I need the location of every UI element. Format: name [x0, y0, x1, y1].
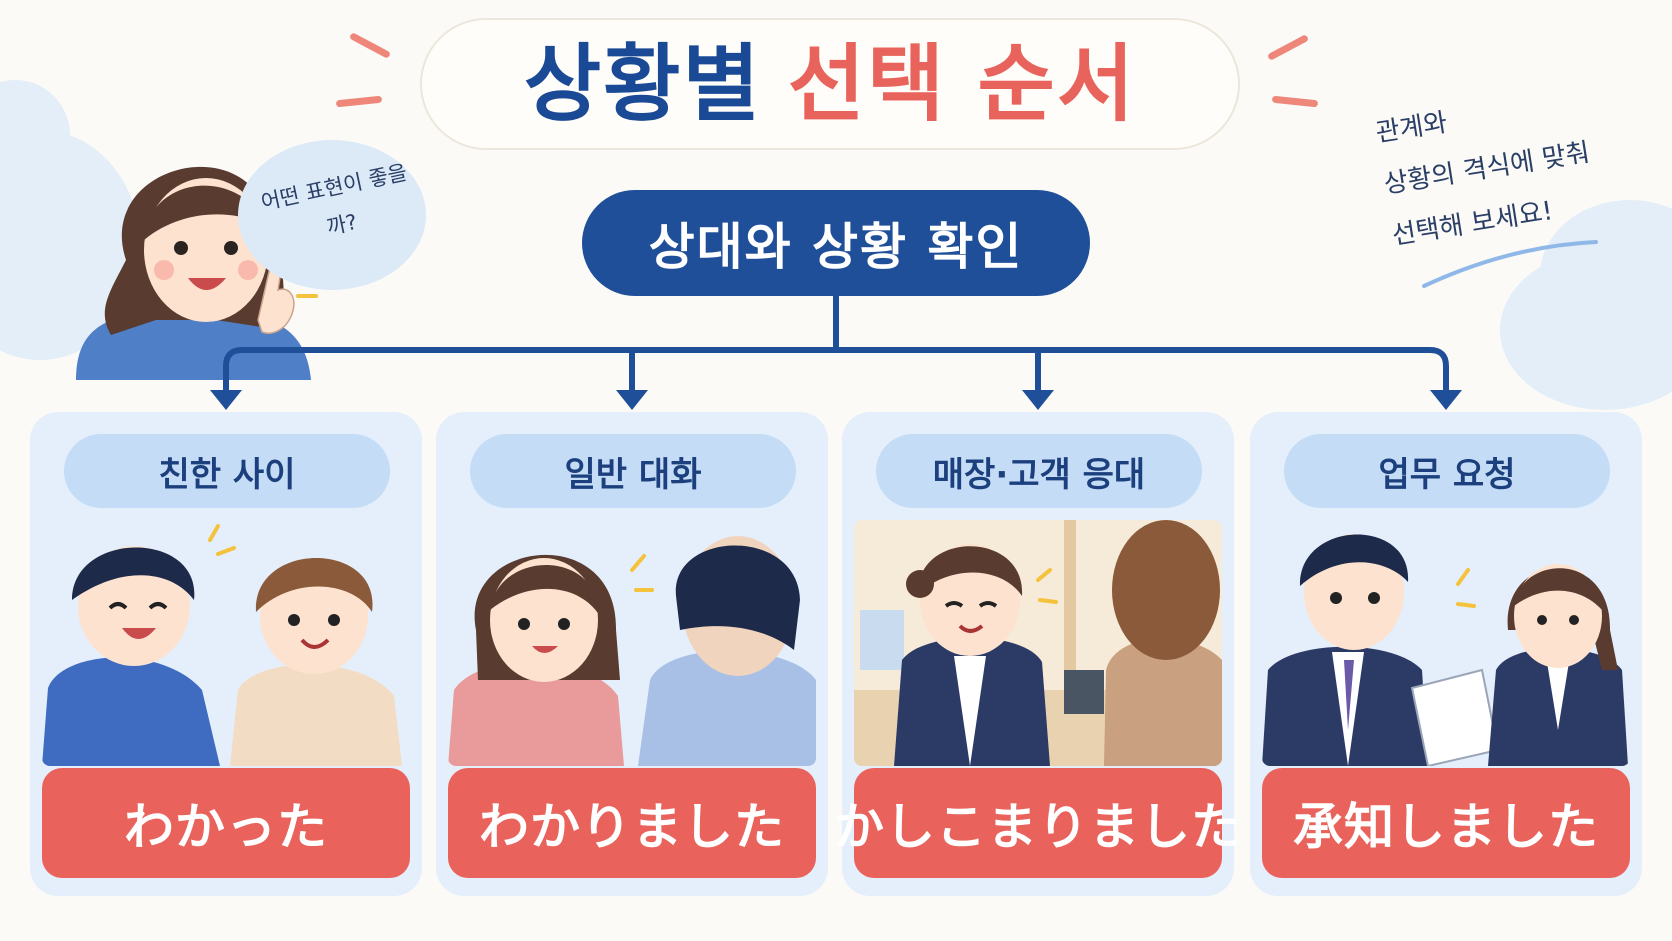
card-general-conversation: 일반 대화 わかりました: [436, 412, 828, 896]
business-illustration: [1262, 520, 1630, 766]
card-close-relationship: 친한 사이 わかった: [30, 412, 422, 896]
root-node-check-partner-situation: 상대와 상황 확인: [582, 190, 1090, 296]
card-label: 업무 요청: [1284, 434, 1610, 508]
friends-illustration: [42, 520, 410, 766]
title-accent: 선택 순서: [787, 35, 1137, 133]
card-scene: [854, 520, 1222, 766]
card-scene: [42, 520, 410, 766]
card-store-customer-service: 매장·고객 응대 かしこまりました: [834, 412, 1241, 896]
speech-bubble: [238, 140, 426, 290]
card-label: 친한 사이: [64, 434, 390, 508]
card-phrase: 承知しました: [1262, 768, 1630, 878]
side-note-underline: [1422, 240, 1598, 288]
card-phrase: わかった: [42, 768, 410, 878]
conversation-illustration: [448, 520, 816, 766]
card-scene: [448, 520, 816, 766]
card-business-request: 업무 요청 承知しました: [1250, 412, 1642, 896]
card-scene: [1262, 520, 1630, 766]
card-phrase: わかりました: [448, 768, 816, 878]
card-label: 매장·고객 응대: [876, 434, 1202, 508]
background-cloud-right-2: [1500, 250, 1672, 410]
customer-service-illustration: [854, 520, 1222, 766]
card-label: 일반 대화: [470, 434, 796, 508]
card-phrase: かしこまりました: [834, 768, 1241, 878]
page-title: 상황별 선택 순서: [420, 18, 1240, 150]
title-primary: 상황별: [523, 35, 762, 133]
